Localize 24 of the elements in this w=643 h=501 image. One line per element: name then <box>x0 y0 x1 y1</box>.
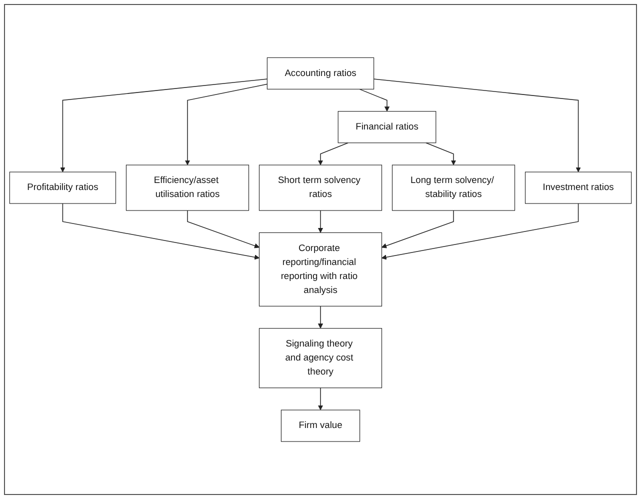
node-box <box>9 172 116 204</box>
arrow <box>62 203 260 260</box>
arrow <box>359 88 390 112</box>
arrow <box>382 203 579 260</box>
diagram-frame: Accounting ratios Profitability ratios Efficiency/asset utilisation ratios Financial ratios Investment ratios Short term solvency ratios Long term solvency/ stability ratios Corporate reporting/financial reporting with ratio analysis Signaling theory and agency cost theory Firm value <box>4 4 637 495</box>
arrow <box>382 210 454 248</box>
arrow <box>187 210 260 248</box>
node-box <box>524 172 632 204</box>
node-box <box>258 328 382 388</box>
arrow <box>426 142 456 166</box>
arrow <box>184 84 268 166</box>
arrow <box>60 78 268 172</box>
arrow <box>318 387 324 410</box>
node-box <box>258 232 382 306</box>
arrow <box>318 210 324 233</box>
arrow <box>318 306 324 328</box>
node-box <box>126 164 250 211</box>
arrow <box>318 142 348 166</box>
node-box <box>280 410 360 442</box>
node-box <box>392 164 516 211</box>
node-box <box>258 164 382 211</box>
node-box <box>338 110 436 144</box>
arrow <box>373 78 581 172</box>
node-box <box>266 57 374 90</box>
